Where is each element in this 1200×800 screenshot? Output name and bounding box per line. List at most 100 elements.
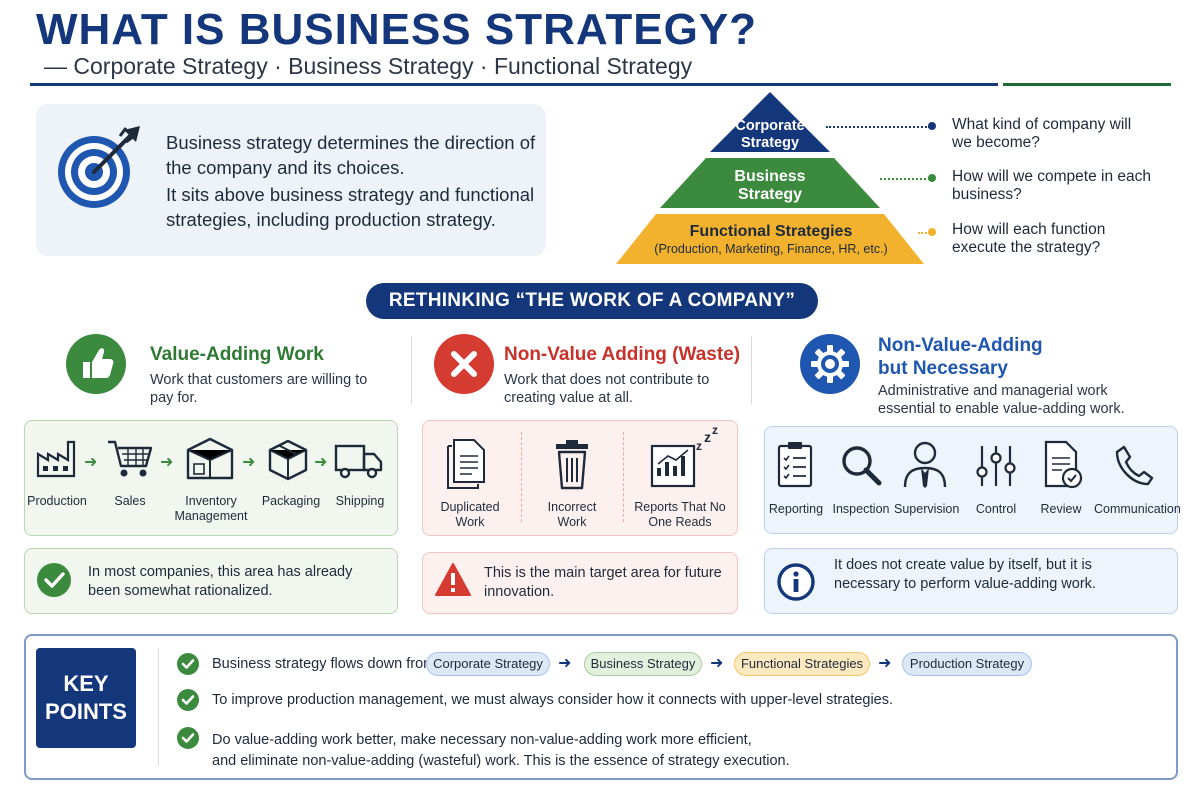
waste-item-incorrect: Incorrect Work [547,500,597,529]
va-item-inventory: Inventory Management [174,494,248,523]
pyramid-label-functional-line1: Functional Strategies [689,223,853,240]
check-circle-icon [37,563,71,597]
pyramid-level-functional [616,214,924,264]
waste-divider-2 [623,432,624,522]
key-point-3-line1: Do value-adding work better, make necess… [212,732,752,748]
flow-pill-business: Business Strategy [584,652,702,676]
info-icon [777,563,815,601]
column-divider-2 [751,336,752,404]
svg-text:z: z [704,429,711,445]
close-icon [451,351,477,377]
waste-item-reports: Reports That No One Reads [634,500,726,529]
column-divider-1 [411,336,412,404]
necessary-title-line2: but Necessary [878,358,1008,379]
arrow-right-icon: ➜ [710,655,724,672]
nec-item-control: Control [975,502,1017,516]
nec-item-inspection: Inspection [832,502,890,516]
arrow-right-icon: ➜ [84,454,98,471]
value-adding-note-text: In most companies, this area has already… [88,564,353,599]
necessary-circle [800,334,860,394]
pyramid-label-business-line1: Business [734,168,806,185]
waste-circle [434,334,494,394]
pyramid-label-corporate: Corporate Strategy [720,118,820,152]
pyramid-label-functional-line2: (Production, Marketing, Finance, HR, etc… [654,242,888,256]
sliders-icon [976,446,1016,486]
magnifier-icon [842,446,882,486]
nec-item-review: Review [1040,502,1082,516]
waste-note-text: This is the main target area for future … [484,565,722,600]
nec-item-reporting: Reporting [768,502,824,516]
connector-dot-functional [928,228,936,236]
pyramid-label-business-line2: Strategy [737,186,803,203]
question-corporate: What kind of company will we become? [952,116,1132,151]
pyramid-label-corporate-line1: Corporate [735,118,805,134]
report-sleep-icon: z z z [650,426,718,488]
clipboard-checklist-icon [777,442,813,488]
va-item-sales: Sales [114,494,146,508]
nec-item-communication: Communication [1094,502,1181,516]
va-item-production: Production [27,494,87,508]
key-point-1-text: Business strategy flows down from [212,656,436,672]
header-rule-green [1003,83,1171,86]
question-functional: How will each function execute the strat… [952,221,1106,256]
connector-business [880,178,930,180]
arrow-right-icon: ➜ [242,454,256,471]
pyramid-level-corporate [710,92,830,152]
rethinking-banner: RETHINKING “THE WORK OF A COMPANY” [366,283,818,319]
pyramid-label-business: Business Strategy [700,168,840,204]
arrow-right-icon: ➜ [558,655,572,672]
va-item-shipping: Shipping [335,494,385,508]
flow-pill-functional: Functional Strategies [734,652,870,676]
arrow-right-icon: ➜ [878,655,892,672]
svg-text:z: z [696,439,702,453]
connector-dot-corporate [928,122,936,130]
key-points-badge: KEY POINTS [36,648,136,748]
pyramid-label-corporate-line2: Strategy [740,135,800,151]
nec-item-supervision: Supervision [894,502,960,516]
check-circle-icon [177,727,199,749]
waste-item-duplicated: Duplicated Work [440,500,500,529]
key-points-divider [158,648,159,766]
key-point-3-line2: and eliminate non-value-adding (wasteful… [212,753,790,769]
connector-functional [918,232,930,234]
question-business: How will we compete in each business? [952,168,1152,203]
shopping-cart-icon [108,440,153,477]
necessary-panel [764,426,1178,534]
waste-divider-1 [521,432,522,522]
waste-note [422,552,738,614]
necessary-title-line1: Non-Value-Adding [878,335,1043,356]
warning-icon [435,563,471,596]
value-adding-circle [66,334,126,394]
warehouse-icon [186,437,234,480]
check-circle-icon [177,689,199,711]
key-points-badge-line1: KEY [63,671,109,696]
connector-corporate [826,126,930,128]
intro-text: Business strategy determines the directi… [166,130,536,232]
pyramid-label-functional: Functional Strategies (Production, Marke… [626,222,916,257]
thumbs-up-icon [83,348,114,378]
value-adding-desc: Work that customers are willing to pay f… [150,372,368,406]
necessary-note-text: It does not create value by itself, but … [834,557,1096,592]
arrow-right-icon: ➜ [160,454,174,471]
truck-icon [334,444,383,479]
page-subtitle: — Corporate Strategy · Business Strategy… [44,53,693,79]
necessary-note [764,548,1178,614]
pyramid-level-business [660,158,880,208]
waste-title: Non-Value Adding (Waste) [504,344,741,365]
arrow-right-icon: ➜ [314,454,328,471]
connector-dot-business [928,174,936,182]
package-icon [268,439,308,481]
check-circle-icon [177,653,199,675]
phone-icon [1115,445,1154,486]
flow-pill-production: Production Strategy [902,652,1032,676]
svg-text:z: z [712,426,718,437]
va-item-packaging: Packaging [261,494,321,508]
duplicate-document-icon [447,439,485,489]
intro-line-1: Business strategy determines the directi… [166,132,536,178]
key-point-2-text: To improve production management, we mus… [212,692,894,708]
waste-desc: Work that does not contribute to creatin… [504,372,710,406]
supervisor-icon [903,441,947,488]
strategy-pyramid [616,92,924,264]
flow-pill-corporate: Corporate Strategy [426,652,550,676]
page-title: WHAT IS BUSINESS STRATEGY? [36,5,758,54]
